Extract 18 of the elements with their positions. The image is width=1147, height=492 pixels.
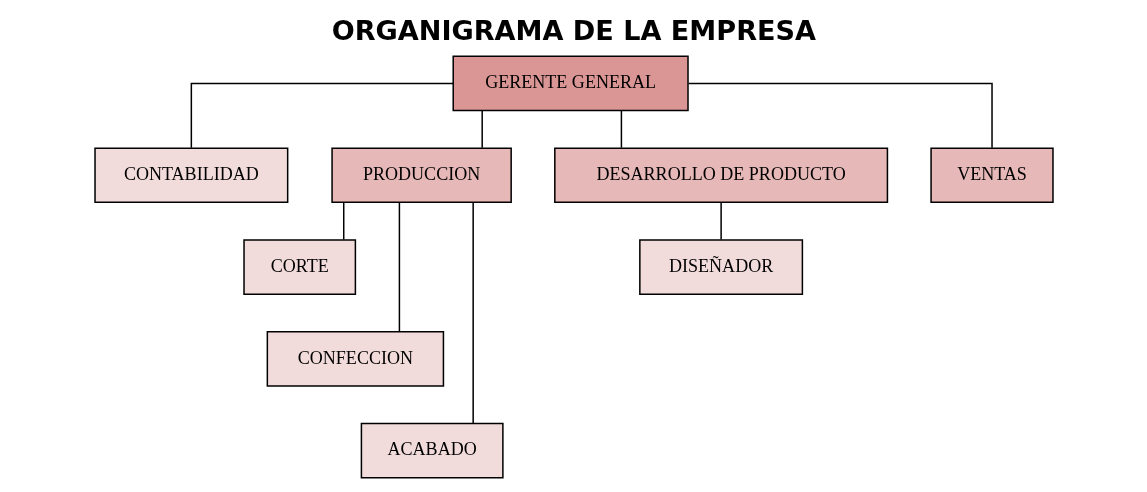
connector [190, 82, 454, 149]
connector [719, 202, 722, 241]
node-box: CONFECCION [266, 331, 444, 387]
connector [620, 110, 622, 149]
node-box: VENTAS [929, 147, 1054, 204]
node-box: ACABADO [360, 422, 504, 479]
connector [687, 82, 993, 149]
node-box: DISEÑADOR [638, 239, 803, 295]
connector [398, 201, 400, 333]
node-box: CONTABILIDAD [93, 147, 288, 204]
node-box: DESARROLLO DE PRODUCTO [553, 147, 888, 204]
node-box: PRODUCCION [330, 147, 512, 204]
node-box: GERENTE GENERAL [451, 55, 689, 112]
connector [471, 201, 474, 425]
connector [480, 110, 483, 149]
node-box: CORTE [242, 239, 356, 295]
connector [342, 202, 344, 241]
diagram-title: ORGANIGRAMA DE LA EMPRESA [331, 15, 816, 47]
